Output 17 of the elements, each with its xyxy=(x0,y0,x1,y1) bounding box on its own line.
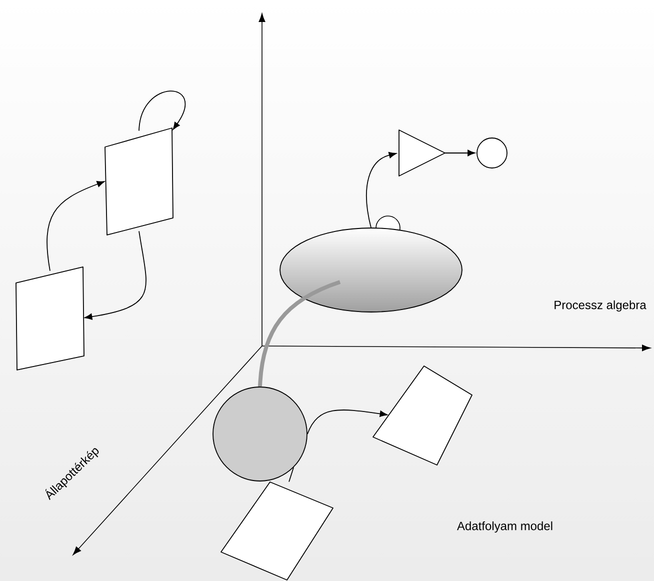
arrow xyxy=(366,152,396,228)
state-box xyxy=(104,128,174,236)
axis-label: Processz algebra xyxy=(554,300,646,312)
arrow xyxy=(84,230,146,320)
data-box xyxy=(220,482,334,580)
arrow xyxy=(444,150,476,156)
connector-line xyxy=(258,280,341,387)
arrow xyxy=(307,410,388,434)
state-box xyxy=(16,266,84,370)
arrow xyxy=(46,181,105,272)
arrow xyxy=(138,90,186,132)
triangle-symbol xyxy=(398,130,446,176)
axis-label: Adatfolyam model xyxy=(457,521,552,533)
connector-line xyxy=(288,467,294,482)
circle-symbol xyxy=(476,138,508,168)
dataflow-circle xyxy=(212,386,308,482)
data-box xyxy=(372,366,472,466)
